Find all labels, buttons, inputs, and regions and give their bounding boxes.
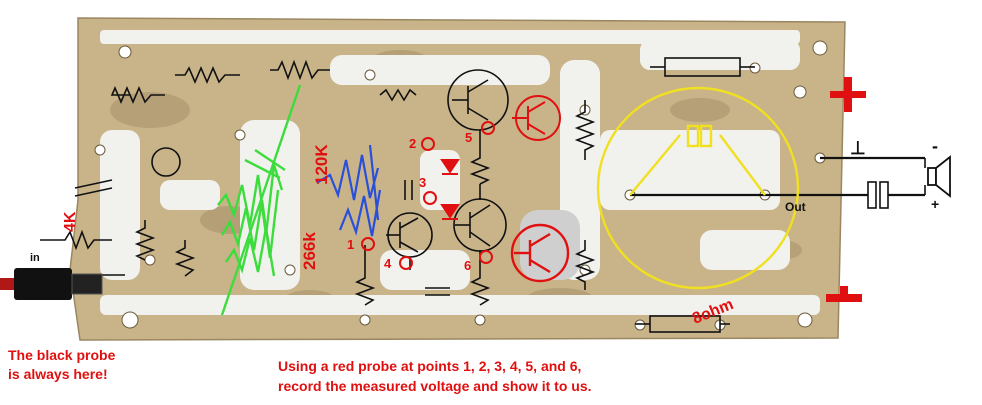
diode-red-top (440, 159, 460, 174)
green-annotation (217, 84, 302, 316)
yellow-annotation (596, 86, 800, 290)
resistor-r3 (270, 59, 330, 81)
test-point-4-marker (399, 256, 413, 270)
transistor-q-left (151, 147, 181, 177)
resistor-r6 (574, 240, 596, 290)
test-point-5-label: 5 (465, 130, 473, 145)
measurement-instruction: Using a red probe at points 1, 2, 3, 4, … (278, 356, 698, 396)
test-point-5-marker (481, 121, 495, 135)
black-probe-note-line2: is always here! (8, 366, 108, 382)
test-point-3-label: 3 (419, 175, 427, 190)
instruction-line1: Using a red probe at points 1, 2, 3, 4, … (278, 358, 582, 374)
red-annotation (361, 95, 570, 283)
power-plus-marker (830, 77, 866, 112)
test-point-4-label: 4 (384, 256, 392, 271)
output-label: Out (785, 200, 806, 214)
black-probe-note-line1: The black probe (8, 347, 116, 363)
speaker-plus-label: + (931, 196, 940, 212)
test-point-6-label: 6 (464, 258, 472, 273)
resistor-r7 (134, 220, 156, 261)
diode-red-bottom (440, 204, 460, 219)
input-label: in (30, 252, 40, 264)
output-capacitor (867, 181, 877, 209)
transistor-q2 (447, 69, 509, 131)
resistor-4k-label: 4K (62, 211, 79, 232)
resistor-r9 (354, 270, 376, 306)
resistor-r2 (175, 65, 240, 85)
resistor-r8 (174, 240, 196, 277)
test-point-2-marker (421, 137, 435, 151)
test-point-6-marker (479, 250, 493, 264)
resistor-266k-label: 266k (300, 232, 319, 270)
resistor-120k-label: 120K (312, 144, 331, 185)
speaker-icon (927, 167, 937, 186)
test-point-2-label: 2 (409, 136, 417, 151)
resistor-r11 (469, 270, 491, 306)
resistor-r10 (469, 150, 491, 185)
speaker-minus-label: - (932, 136, 938, 156)
component-silkscreen (40, 57, 951, 333)
test-point-1-marker (361, 237, 375, 251)
test-point-1-label: 1 (347, 237, 355, 252)
test-point-3-marker (423, 191, 437, 205)
instruction-line2: record the measured voltage and show it … (278, 378, 592, 394)
input-connector (0, 268, 103, 300)
ground-symbol: ⊥ (850, 138, 866, 158)
resistor-r5 (574, 100, 596, 160)
power-ground-marker (826, 286, 862, 302)
blue-annotation (317, 144, 382, 237)
transistor-red-bottom (510, 223, 570, 283)
resistor-r1 (110, 85, 165, 105)
black-probe-note: The black probe is always here! (8, 346, 168, 384)
resistor-r4 (379, 88, 417, 102)
